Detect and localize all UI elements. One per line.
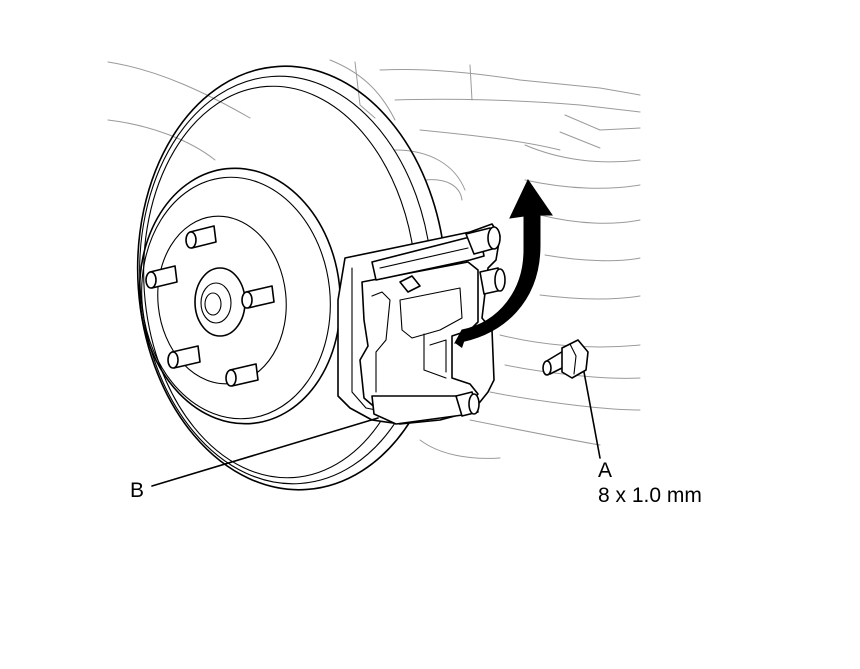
suspension-background (107, 59, 641, 459)
wheel-stud (167, 345, 201, 369)
callout-a-letter: A (598, 459, 613, 482)
wheel-stud (145, 265, 178, 289)
leader-line-b (151, 417, 379, 487)
callout-b-letter: B (130, 479, 145, 502)
wheel-stud (225, 363, 259, 387)
brake-caliper (337, 223, 506, 425)
flange-bolt (542, 339, 589, 379)
callout-a-spec: 8 x 1.0 mm (598, 484, 702, 507)
wheel-stud (241, 285, 275, 309)
wheel-studs (145, 225, 275, 387)
rotation-arrow (454, 178, 553, 348)
leader-line-a (583, 371, 601, 459)
wheel-stud (185, 225, 217, 249)
